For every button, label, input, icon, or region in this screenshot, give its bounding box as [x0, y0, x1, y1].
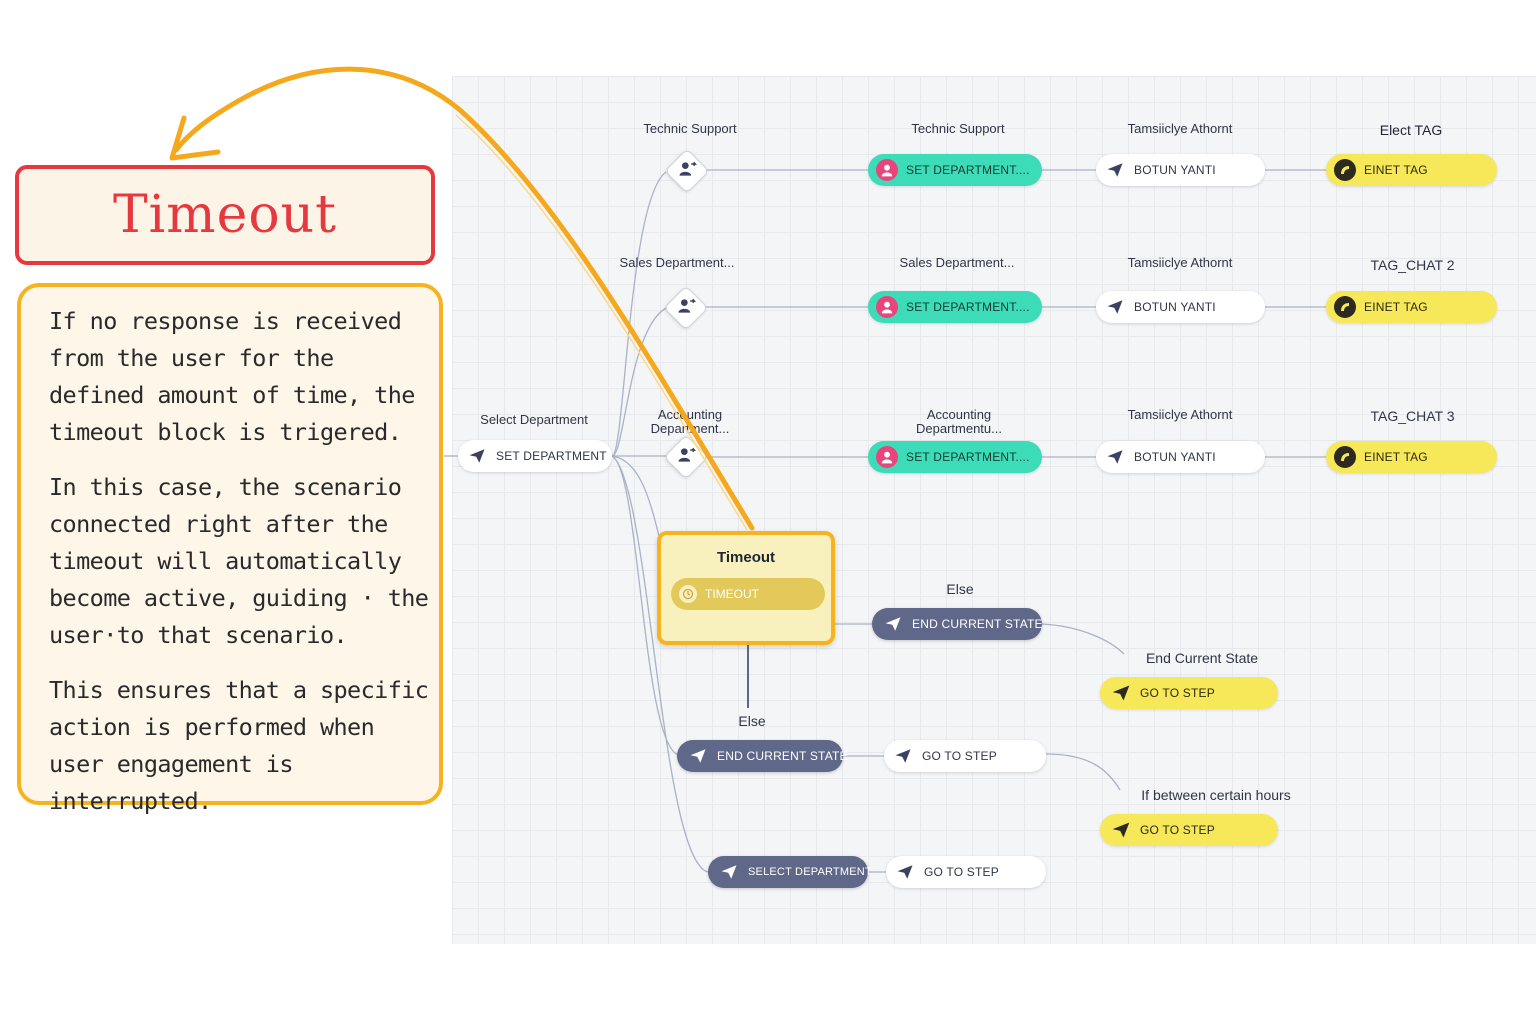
callout-paragraph: In this case, the scenario connected rig…: [49, 473, 429, 649]
timeout-title: Timeout: [716, 549, 776, 566]
user-icon: [876, 446, 898, 468]
set-department-node[interactable]: SET DEPARTMENT....: [868, 441, 1042, 473]
node-label: SET DEPARTMENT....: [906, 163, 1030, 177]
tag-label: TAG_CHAT 2: [1370, 257, 1455, 273]
node-label: SELECT DEPARTMENT: [748, 866, 872, 878]
node-label: END CURRENT STATE: [717, 749, 848, 763]
end-current-state-node[interactable]: END CURRENT STATE: [872, 608, 1043, 640]
dept-label: Sales Department...: [899, 255, 1015, 270]
node-label: EINET TAG: [1364, 300, 1428, 314]
tag-icon: [1334, 296, 1356, 318]
go-to-step-node[interactable]: GO TO STEP: [1100, 814, 1278, 846]
reply-label: Tamsiiclye Athornt: [1127, 255, 1233, 270]
end-current-state-label: End Current State: [1145, 650, 1259, 666]
reply-node[interactable]: BOTUN YANTI: [1096, 291, 1265, 323]
start-label: Select Department: [480, 412, 588, 427]
callout-paragraph: If no response is received from the user…: [49, 307, 415, 446]
send-icon: [1104, 446, 1126, 468]
node-label: SET DEPARTMENT....: [906, 450, 1030, 464]
tag-node[interactable]: EINET TAG: [1326, 291, 1497, 323]
set-department-start-node[interactable]: SET DEPARTMENT: [458, 440, 612, 472]
node-label: TIMEOUT: [705, 587, 759, 601]
reply-node[interactable]: BOTUN YANTI: [1096, 154, 1265, 186]
node-label: GO TO STEP: [1140, 823, 1215, 837]
set-department-node[interactable]: SET DEPARTMENT....: [868, 291, 1042, 323]
callout-description: If no response is received from the user…: [17, 283, 443, 815]
callout-paragraph: This ensures that a specific action is p…: [49, 676, 429, 815]
node-label: BOTUN YANTI: [1134, 163, 1216, 177]
end-current-state-node[interactable]: END CURRENT STATE: [677, 740, 848, 772]
go-to-step-node[interactable]: GO TO STEP: [886, 856, 1046, 888]
send-icon: [1110, 682, 1132, 704]
callout-title: Timeout: [112, 185, 338, 245]
timeout-icon: [679, 585, 697, 603]
user-icon: [876, 159, 898, 181]
node-label: EINET TAG: [1364, 163, 1428, 177]
node-label: GO TO STEP: [922, 749, 997, 763]
user-icon: [876, 296, 898, 318]
reply-label: Tamsiiclye Athornt: [1127, 407, 1233, 422]
go-to-step-node[interactable]: GO TO STEP: [884, 740, 1046, 772]
else-label: Else: [738, 713, 766, 729]
route-icon: [676, 297, 697, 320]
tag-node[interactable]: EINET TAG: [1326, 154, 1497, 186]
send-icon: [894, 861, 916, 883]
node-label: END CURRENT STATE: [912, 617, 1043, 631]
node-label: SET DEPARTMENT....: [906, 300, 1030, 314]
else-label: Else: [946, 581, 974, 597]
send-icon: [1104, 296, 1126, 318]
tag-icon: [1334, 159, 1356, 181]
condition-label: Accounting Department...: [650, 407, 730, 436]
route-icon: [677, 160, 698, 183]
send-icon: [882, 613, 904, 635]
dept-label: Accounting Departmentu...: [916, 407, 1002, 436]
send-icon: [687, 745, 709, 767]
condition-label: Technic Support: [643, 121, 737, 136]
node-label: BOTUN YANTI: [1134, 300, 1216, 314]
select-department-node[interactable]: SELECT DEPARTMENT: [708, 856, 872, 888]
callout-title-box: Timeout: [15, 165, 435, 265]
tag-label: Elect TAG: [1379, 122, 1443, 138]
tag-node[interactable]: EINET TAG: [1326, 441, 1497, 473]
timeout-node[interactable]: TIMEOUT: [671, 578, 825, 610]
tag-icon: [1334, 446, 1356, 468]
reply-node[interactable]: BOTUN YANTI: [1096, 441, 1265, 473]
reply-label: Tamsiiclye Athornt: [1127, 121, 1233, 136]
send-icon: [466, 445, 488, 467]
timeout-block[interactable]: Timeout TIMEOUT: [657, 531, 835, 645]
condition-label: Sales Department...: [619, 255, 735, 270]
node-label: GO TO STEP: [924, 865, 999, 879]
send-icon: [1110, 819, 1132, 841]
route-icon: [676, 446, 697, 469]
dept-label: Technic Support: [911, 121, 1005, 136]
send-icon: [892, 745, 914, 767]
node-label: GO TO STEP: [1140, 686, 1215, 700]
send-icon: [718, 861, 740, 883]
set-department-node[interactable]: SET DEPARTMENT....: [868, 154, 1042, 186]
node-label: SET DEPARTMENT: [496, 449, 607, 463]
go-to-step-node[interactable]: GO TO STEP: [1100, 677, 1278, 709]
node-label: EINET TAG: [1364, 450, 1428, 464]
hours-label: If between certain hours: [1141, 787, 1291, 803]
send-icon: [1104, 159, 1126, 181]
flow-canvas[interactable]: [452, 76, 1536, 944]
tag-label: TAG_CHAT 3: [1370, 408, 1455, 424]
node-label: BOTUN YANTI: [1134, 450, 1216, 464]
